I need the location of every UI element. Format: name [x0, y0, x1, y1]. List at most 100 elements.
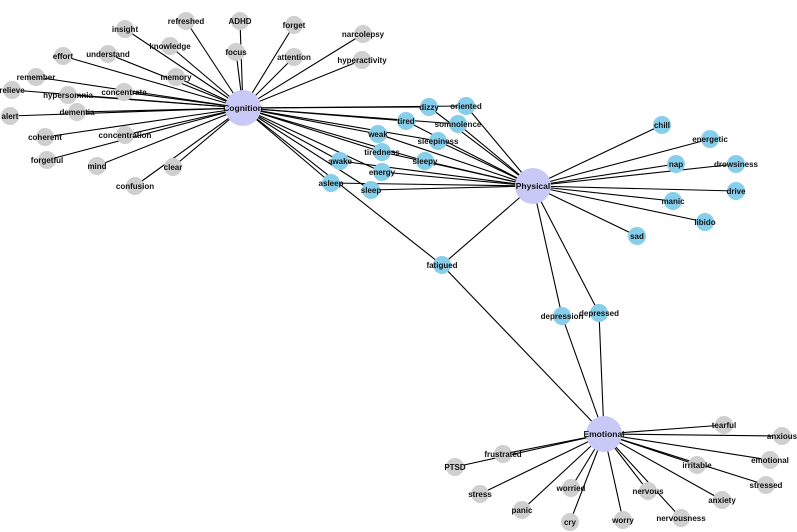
- node-awake[interactable]: [331, 152, 349, 170]
- edge-nervousness-emotional: [603, 433, 682, 519]
- node-concentration[interactable]: [116, 126, 134, 144]
- node-mind[interactable]: [88, 157, 106, 175]
- node-tearful[interactable]: [715, 416, 733, 434]
- edge-chill-physical: [532, 124, 663, 187]
- node-label-nervousness: nervousness: [656, 514, 706, 523]
- edge-fatigued-emotional: [441, 264, 605, 435]
- node-label-insight: insight: [112, 25, 139, 34]
- edge-panic-emotional: [521, 433, 605, 511]
- node-memory[interactable]: [167, 68, 185, 86]
- node-hyperactivity[interactable]: [353, 51, 371, 69]
- node-label-attention: attention: [277, 53, 311, 62]
- node-concentrate[interactable]: [115, 83, 133, 101]
- node-weak[interactable]: [369, 125, 387, 143]
- edge-sad-physical: [532, 185, 638, 237]
- node-manic[interactable]: [664, 192, 682, 210]
- node-label-coherent: coherent: [28, 133, 62, 142]
- node-knowledge[interactable]: [161, 37, 179, 55]
- edge-awake-physical: [339, 160, 534, 187]
- hub-physical[interactable]: [515, 168, 551, 204]
- node-label-sleepy: sleepy: [413, 157, 438, 166]
- node-anxious[interactable]: [773, 427, 791, 445]
- edge-dizzy-physical: [428, 106, 534, 187]
- node-sad[interactable]: [628, 227, 646, 245]
- node-label-relieve: relieve: [0, 86, 25, 95]
- node-panic[interactable]: [513, 501, 531, 519]
- node-worried[interactable]: [562, 479, 580, 497]
- edge-fatigued-physical: [441, 185, 534, 266]
- hub-cognition[interactable]: [225, 90, 261, 126]
- node-label-nap: nap: [669, 160, 683, 169]
- node-fatigued[interactable]: [433, 256, 451, 274]
- node-stress[interactable]: [471, 485, 489, 503]
- node-coherent[interactable]: [36, 128, 54, 146]
- node-label-knowledge: knowledge: [149, 42, 191, 51]
- node-asleep[interactable]: [322, 174, 340, 192]
- node-cry[interactable]: [561, 513, 579, 531]
- node-anxiety[interactable]: [713, 491, 731, 509]
- node-energy[interactable]: [373, 163, 391, 181]
- node-adhd[interactable]: [231, 12, 249, 30]
- node-ptsd[interactable]: [446, 458, 464, 476]
- node-confusion[interactable]: [126, 177, 144, 195]
- node-depression[interactable]: [553, 307, 571, 325]
- node-attention[interactable]: [285, 48, 303, 66]
- node-nervousness[interactable]: [672, 509, 690, 527]
- node-label-depressed: depressed: [579, 309, 619, 318]
- edge-concentrate-cognition: [123, 91, 244, 109]
- node-label-tired: tired: [397, 117, 414, 126]
- node-insight[interactable]: [116, 20, 134, 38]
- node-drive[interactable]: [727, 182, 745, 200]
- node-sleep[interactable]: [362, 181, 380, 199]
- node-label-narcolepsy: narcolepsy: [342, 30, 385, 39]
- node-label-refreshed: refreshed: [168, 17, 205, 26]
- node-nap[interactable]: [667, 155, 685, 173]
- node-forgetful[interactable]: [38, 151, 56, 169]
- node-nervous[interactable]: [639, 482, 657, 500]
- node-chill[interactable]: [653, 116, 671, 134]
- node-emotional-node[interactable]: [761, 451, 779, 469]
- edge-sleepy-cognition: [242, 107, 426, 162]
- node-focus[interactable]: [227, 43, 245, 61]
- node-oriented[interactable]: [457, 97, 475, 115]
- node-dizzy[interactable]: [420, 98, 438, 116]
- node-tiredness[interactable]: [373, 143, 391, 161]
- node-forget[interactable]: [285, 16, 303, 34]
- node-narcolepsy[interactable]: [354, 25, 372, 43]
- node-relieve[interactable]: [3, 81, 21, 99]
- node-dementia[interactable]: [68, 103, 86, 121]
- node-irritable[interactable]: [688, 456, 706, 474]
- node-label-dementia: dementia: [59, 108, 95, 117]
- node-refreshed[interactable]: [177, 12, 195, 30]
- hub-label-physical: Physical: [516, 181, 551, 191]
- node-stressed[interactable]: [757, 476, 775, 494]
- node-alert[interactable]: [1, 107, 19, 125]
- edge-hyperactivity-cognition: [242, 59, 363, 109]
- edge-effort-cognition: [62, 55, 244, 109]
- node-hypersomnia[interactable]: [59, 86, 77, 104]
- node-energetic[interactable]: [701, 130, 719, 148]
- node-label-tearful: tearful: [712, 421, 736, 430]
- node-label-mind: mind: [87, 162, 106, 171]
- node-effort[interactable]: [54, 47, 72, 65]
- edge-stress-emotional: [479, 433, 605, 495]
- node-label-clear: clear: [164, 163, 183, 172]
- edge-drowsiness-physical: [532, 163, 737, 187]
- node-remember[interactable]: [27, 68, 45, 86]
- node-depressed[interactable]: [590, 304, 608, 322]
- node-sleepy[interactable]: [416, 152, 434, 170]
- node-understand[interactable]: [99, 45, 117, 63]
- hub-emotional[interactable]: [586, 416, 622, 452]
- node-somnolence[interactable]: [449, 115, 467, 133]
- node-drowsiness[interactable]: [727, 155, 745, 173]
- edge-energy-physical: [381, 171, 534, 187]
- node-label-fatigued: fatigued: [426, 261, 457, 270]
- node-sleepiness[interactable]: [429, 132, 447, 150]
- node-clear[interactable]: [164, 158, 182, 176]
- node-label-depression: depression: [541, 312, 584, 321]
- node-frustrated[interactable]: [494, 445, 512, 463]
- node-libido[interactable]: [696, 213, 714, 231]
- node-tired[interactable]: [397, 112, 415, 130]
- node-worry[interactable]: [614, 511, 632, 529]
